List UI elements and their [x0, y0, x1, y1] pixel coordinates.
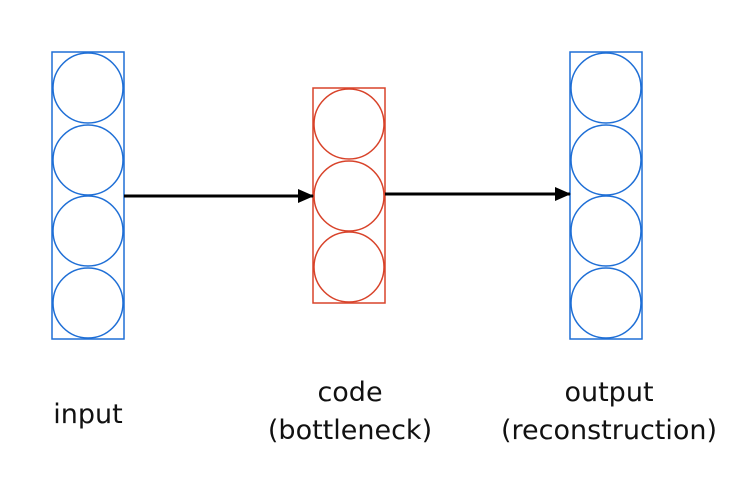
output-neuron [570, 124, 642, 196]
input-neuron [52, 52, 124, 124]
code-label-line1: code [317, 377, 383, 408]
output-label-line1: output [564, 377, 654, 408]
output-neuron [570, 267, 642, 339]
code-neuron [313, 88, 385, 160]
code-label-line2: (bottleneck) [267, 415, 433, 446]
output-neuron [570, 52, 642, 124]
output-neuron [570, 195, 642, 267]
code-neuron [313, 231, 385, 303]
input-label: input [40, 396, 136, 434]
code-layer-box [312, 87, 386, 304]
input-neuron [52, 195, 124, 267]
output-label: output (reconstruction) [475, 374, 743, 450]
output-layer [569, 51, 643, 340]
input-label-text: input [53, 399, 123, 430]
input-neuron [52, 124, 124, 196]
input-layer [51, 51, 125, 340]
input-neuron [52, 267, 124, 339]
code-neuron [313, 160, 385, 232]
output-label-line2: (reconstruction) [500, 415, 718, 446]
code-layer [312, 87, 386, 304]
code-label: code (bottleneck) [240, 374, 460, 450]
